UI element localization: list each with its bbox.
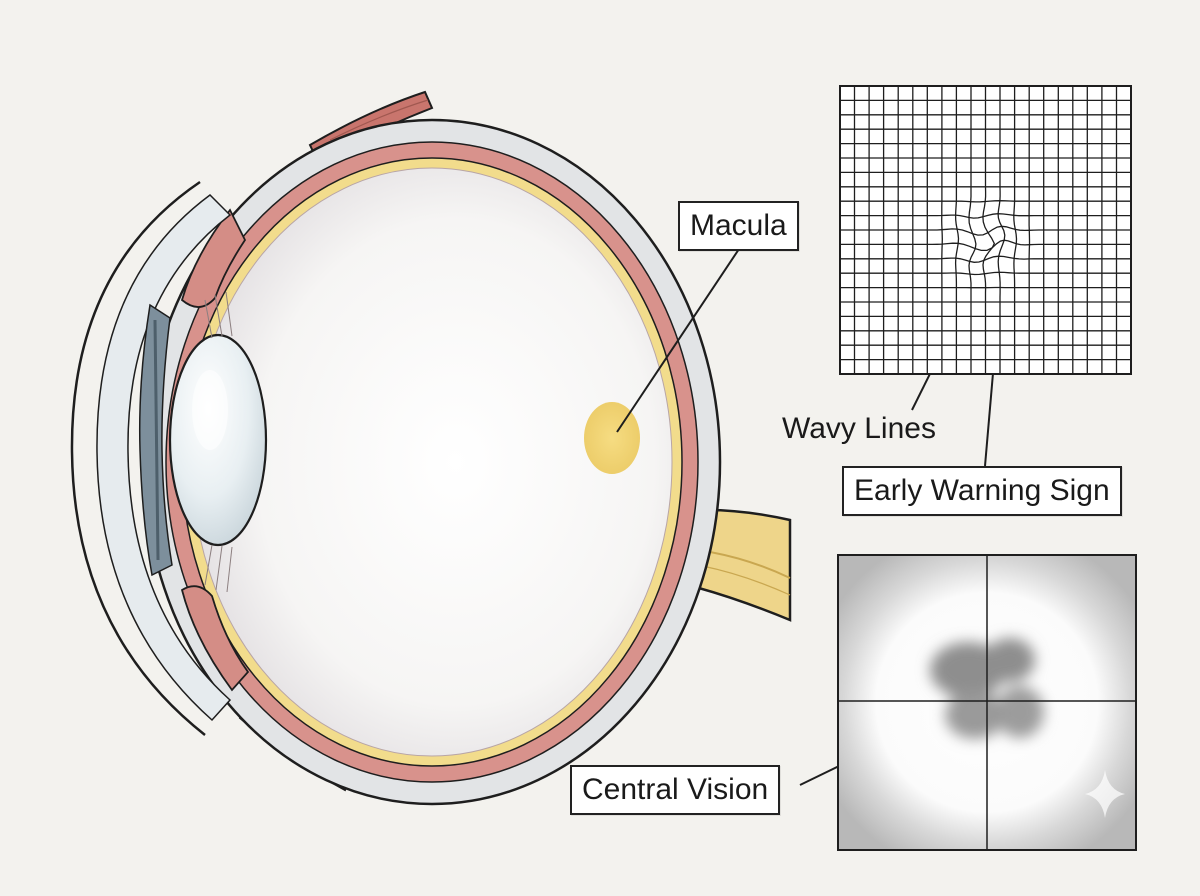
early-warning-label: Early Warning Sign <box>842 466 1122 516</box>
central-vision-panel <box>837 554 1137 851</box>
grid-line-vertical <box>1013 86 1018 374</box>
central-vision-label: Central Vision <box>570 765 781 815</box>
cornea <box>70 180 206 736</box>
sparkle-icon <box>1085 770 1125 818</box>
cornea-fill <box>96 194 232 722</box>
grid-line-horizontal <box>840 239 1131 252</box>
amsler-grid <box>839 85 1132 375</box>
wavy-lines-label: Wavy Lines <box>782 412 936 445</box>
grid-line-horizontal <box>840 271 1131 276</box>
macula-spot <box>584 402 640 474</box>
grid-line-horizontal <box>840 255 1131 263</box>
macula-label: Macula <box>678 201 799 251</box>
grid-line-vertical <box>997 86 1006 374</box>
macula-leader <box>616 245 742 433</box>
ciliary-body-top <box>180 208 247 308</box>
ciliary-body-bottom <box>180 585 250 692</box>
grid-line-horizontal <box>840 225 1131 236</box>
vision-blur-spot <box>930 638 1044 739</box>
ligaments <box>204 291 233 593</box>
iris <box>138 303 173 577</box>
